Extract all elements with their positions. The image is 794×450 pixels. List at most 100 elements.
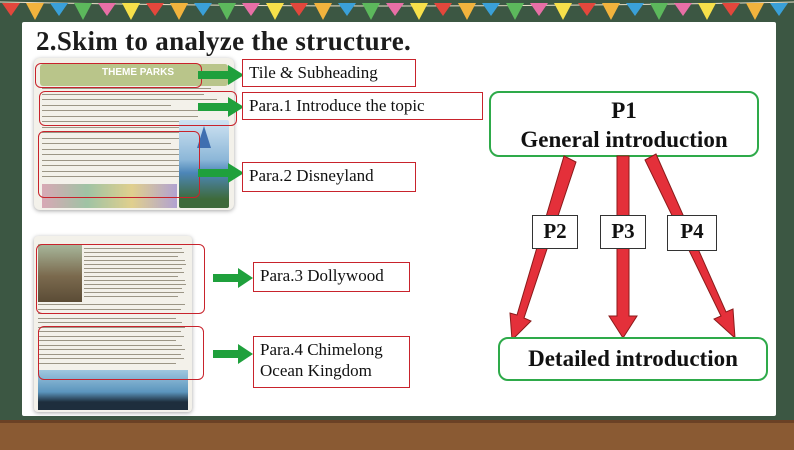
bunting-flag: [698, 3, 716, 20]
thumbnail-header-band: [40, 64, 228, 86]
bunting-flag: [530, 3, 548, 16]
bunting-flag: [26, 3, 44, 20]
text-line: [42, 99, 217, 100]
label-para-4-line2: Ocean Kingdom: [260, 361, 372, 381]
bunting-flag: [746, 3, 764, 20]
bunting-decoration: [0, 1, 794, 20]
text-line: [84, 248, 182, 249]
text-line: [42, 148, 208, 150]
bunting-flag: [650, 3, 668, 20]
text-line: [42, 104, 171, 106]
highlight-title-subheading: [35, 63, 202, 88]
green-arrow-4: [213, 268, 253, 288]
bunting-flag: [362, 3, 380, 20]
thumbnail-heading: THEME PARKS: [102, 67, 175, 78]
castle-tower: [197, 126, 211, 148]
text-line: [42, 176, 217, 177]
green-arrow-2: [198, 97, 244, 117]
parade-illustration: [42, 184, 177, 208]
bunting-flag: [266, 3, 284, 20]
text-line: [38, 344, 182, 346]
detailed-introduction-box: Detailed introduction: [498, 337, 768, 381]
text-line: [84, 288, 182, 289]
slide-title: 2.Skim to analyze the structure.: [36, 26, 412, 56]
bunting-flag: [386, 3, 404, 16]
text-line: [42, 93, 204, 95]
text-line: [38, 322, 182, 323]
highlight-para-3: [36, 244, 205, 314]
text-line: [84, 264, 186, 265]
text-line: [84, 280, 185, 281]
text-line: [42, 170, 204, 172]
bunting-flag: [722, 3, 740, 16]
text-line: [84, 260, 185, 261]
chalk-ledge: [0, 420, 794, 450]
bunting-flag: [458, 3, 476, 20]
bunting-flag: [314, 3, 332, 20]
text-line: [84, 292, 184, 293]
bunting-flag: [578, 3, 596, 16]
bunting-flag: [74, 3, 92, 20]
bunting-flag: [2, 3, 20, 16]
text-line: [84, 272, 184, 273]
bunting-flag: [674, 3, 692, 16]
text-line: [42, 165, 212, 166]
text-line: [84, 256, 178, 257]
text-line: [38, 362, 176, 364]
text-line: [42, 88, 212, 89]
text-line: [38, 349, 185, 350]
bunting-flag: [770, 3, 788, 16]
green-arrow-3: [198, 163, 244, 183]
text-line: [38, 326, 185, 328]
text-line: [84, 268, 182, 269]
dollywood-photo: [38, 244, 82, 302]
text-line: [38, 335, 184, 337]
text-line: [42, 115, 199, 117]
green-arrow-5: [213, 344, 253, 364]
p1-general-introduction-box: P1 General introduction: [489, 91, 759, 157]
label-para-1: Para.1 Introduce the topic: [242, 92, 483, 120]
bunting-flag: [98, 3, 116, 16]
label-para-2: Para.2 Disneyland: [242, 162, 416, 192]
text-line: [84, 252, 184, 253]
bunting-flag: [482, 3, 500, 16]
castle-illustration: [179, 120, 229, 208]
text-line: [42, 143, 171, 144]
article-thumbnail-bottom: [34, 236, 192, 412]
text-line: [38, 358, 184, 359]
diagram-arrows: [509, 153, 736, 342]
bunting-flag: [170, 3, 188, 20]
text-line: [84, 276, 178, 277]
text-line: [42, 132, 204, 133]
thumbnail-text-lines: [42, 88, 226, 208]
text-line: [38, 308, 181, 310]
p2-box: P2: [532, 215, 578, 249]
text-line: [42, 110, 208, 111]
bunting-flag: [290, 3, 308, 16]
text-line: [84, 296, 178, 297]
text-line: [38, 317, 176, 319]
text-line: [38, 340, 176, 341]
bunting-flag: [122, 3, 140, 20]
highlight-para-4: [38, 326, 204, 380]
text-line: [38, 353, 181, 355]
p1-label: P1: [611, 98, 637, 123]
text-line: [42, 154, 199, 155]
text-line: [42, 126, 212, 128]
bunting-flag: [50, 3, 68, 16]
bunting-flag: [218, 3, 236, 20]
label-para-4-line1: Para.4 Chimelong: [260, 340, 383, 359]
label-para-4: Para.4 Chimelong Ocean Kingdom: [253, 336, 410, 388]
label-para-3: Para.3 Dollywood: [253, 262, 410, 292]
bunting-flag: [242, 3, 260, 16]
bunting-flag: [194, 3, 212, 16]
bunting-flag: [146, 3, 164, 16]
text-line: [84, 284, 186, 285]
label-title-subheading: Tile & Subheading: [242, 59, 416, 87]
bunting-flag: [506, 3, 524, 20]
text-line: [42, 159, 214, 161]
bunting-flag: [338, 3, 356, 16]
text-line: [38, 331, 181, 332]
bunting-flag: [554, 3, 572, 20]
bunting-flag: [410, 3, 428, 20]
